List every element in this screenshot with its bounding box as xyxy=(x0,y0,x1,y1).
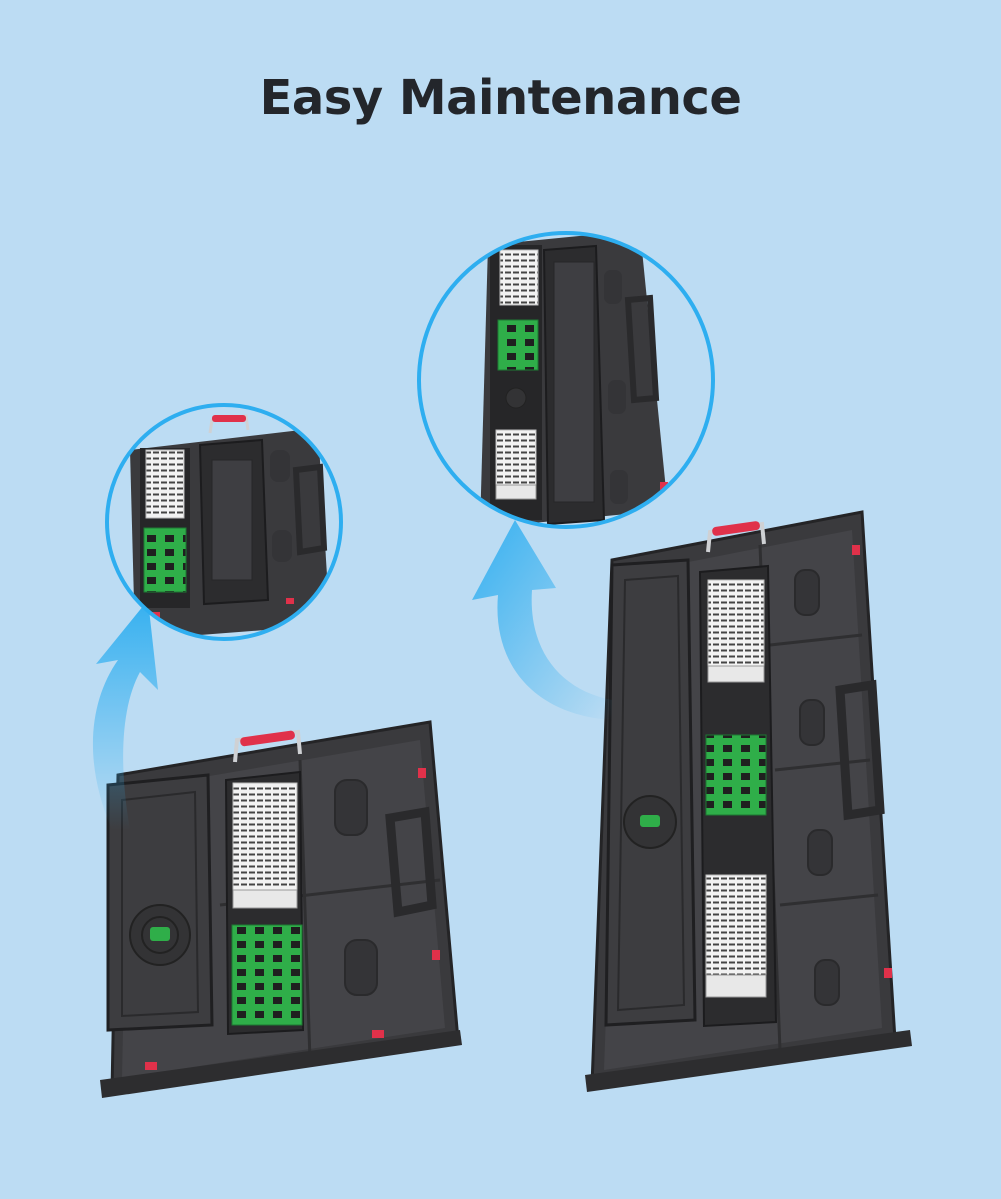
zoom-circle-small xyxy=(105,403,343,641)
page-title: Easy Maintenance xyxy=(259,70,742,126)
zoom-circle-large xyxy=(417,231,715,529)
right-cabinet xyxy=(585,510,912,1092)
arrow-left xyxy=(92,600,158,830)
left-cabinet xyxy=(100,720,462,1098)
arrow-right xyxy=(472,520,612,720)
